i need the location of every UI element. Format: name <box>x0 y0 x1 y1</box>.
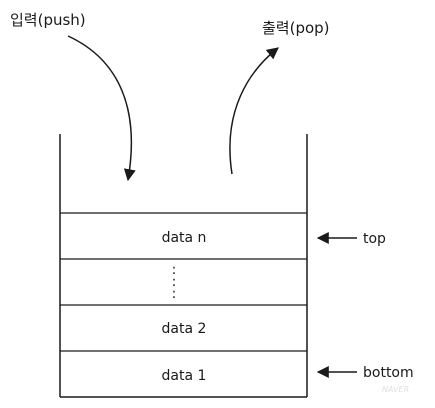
push-label: 입력(push) <box>10 11 86 29</box>
ellipsis-dot: : <box>172 286 177 302</box>
ellipsis-dot: : <box>172 274 177 290</box>
naver-watermark: NAVER <box>382 385 409 394</box>
stack-cell-data-2: data 2 <box>162 321 207 337</box>
ellipsis-dot: : <box>172 262 177 278</box>
top-pointer-label: top <box>363 231 386 247</box>
bottom-pointer-label: bottom <box>363 365 414 381</box>
stack-cell-dividers <box>60 212 307 352</box>
pop-arrow <box>229 47 279 175</box>
pop-label: 출력(pop) <box>262 19 330 37</box>
push-arrow <box>67 35 136 182</box>
stack-cell-data-n: data n <box>162 230 207 246</box>
stack-cell-data-1: data 1 <box>162 368 207 384</box>
stack-cell-ellipsis: : : : <box>172 262 177 302</box>
stack-container <box>59 134 308 398</box>
